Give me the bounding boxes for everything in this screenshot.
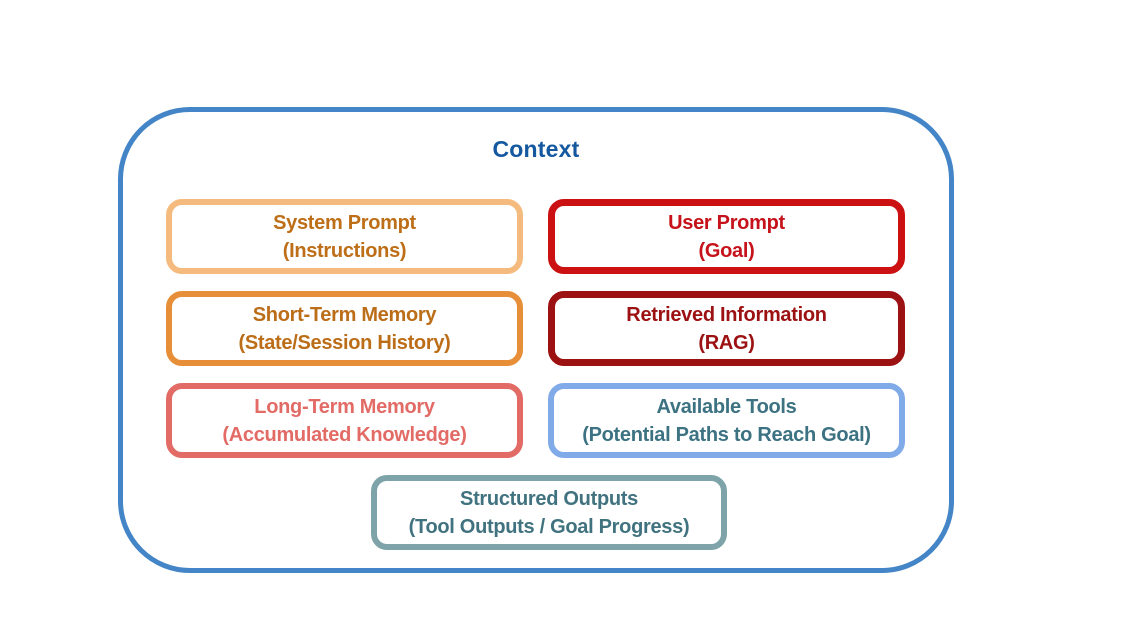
box-user-prompt-title: User Prompt	[668, 211, 785, 234]
box-available-tools: Available Tools (Potential Paths to Reac…	[548, 383, 905, 458]
box-user-prompt-subtitle: (Goal)	[698, 239, 755, 262]
box-system-prompt-title: System Prompt	[273, 211, 416, 234]
box-long-term-memory: Long-Term Memory (Accumulated Knowledge)	[166, 383, 523, 458]
box-structured-outputs-title: Structured Outputs	[460, 487, 638, 510]
box-short-term-memory-subtitle: (State/Session History)	[238, 331, 451, 354]
box-long-term-memory-subtitle: (Accumulated Knowledge)	[222, 423, 467, 446]
box-retrieved-information-subtitle: (RAG)	[698, 331, 755, 354]
box-structured-outputs: Structured Outputs (Tool Outputs / Goal …	[371, 475, 727, 550]
diagram-title: Context	[492, 136, 580, 162]
box-retrieved-information: Retrieved Information (RAG)	[548, 291, 905, 366]
box-structured-outputs-subtitle: (Tool Outputs / Goal Progress)	[408, 515, 690, 538]
box-long-term-memory-title: Long-Term Memory	[254, 395, 435, 418]
box-available-tools-subtitle: (Potential Paths to Reach Goal)	[582, 423, 871, 446]
box-short-term-memory: Short-Term Memory (State/Session History…	[166, 291, 523, 366]
box-available-tools-title: Available Tools	[656, 395, 797, 418]
box-system-prompt: System Prompt (Instructions)	[166, 199, 523, 274]
box-system-prompt-subtitle: (Instructions)	[282, 239, 407, 262]
box-retrieved-information-title: Retrieved Information	[626, 303, 827, 326]
box-short-term-memory-title: Short-Term Memory	[252, 303, 437, 326]
box-user-prompt: User Prompt (Goal)	[548, 199, 905, 274]
